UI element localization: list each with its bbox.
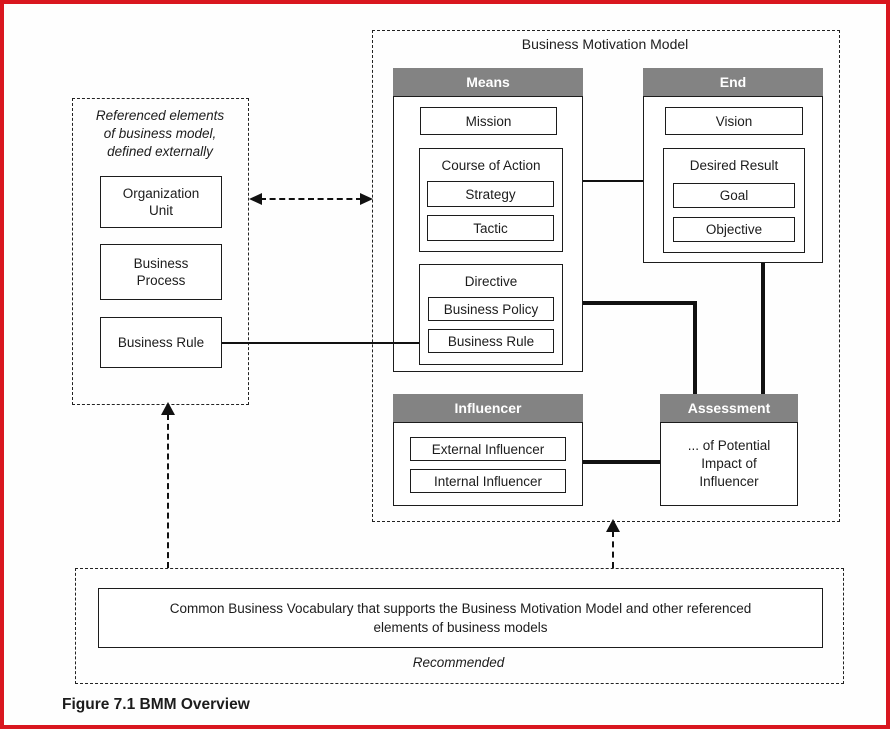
arrowhead-up-icon	[161, 402, 175, 415]
external-influencer-box: External Influencer	[410, 437, 566, 461]
vision-box: Vision	[665, 107, 803, 135]
course-of-action-label: Course of Action	[441, 158, 541, 173]
business-process-box: Business Process	[100, 244, 222, 300]
business-rule-directive-box: Business Rule	[428, 329, 554, 353]
internal-influencer-box: Internal Influencer	[410, 469, 566, 493]
desired-result-label: Desired Result	[689, 158, 779, 173]
assessment-note: ... of Potential Impact of Influencer	[687, 438, 771, 489]
mission-box: Mission	[420, 107, 557, 135]
means-header: Means	[393, 68, 583, 96]
line-influencer-assessment	[583, 460, 660, 464]
arrowhead-up-icon	[606, 519, 620, 532]
organization-unit-box: Organization Unit	[100, 176, 222, 228]
dashed-arrow-vocabulary-to-referenced	[167, 414, 169, 568]
dashed-arrow-vocabulary-to-bmm	[612, 531, 614, 568]
line-means-end-link	[583, 180, 643, 182]
objective-box: Objective	[673, 217, 795, 242]
line-directive-assessment-horizontal	[583, 301, 697, 305]
assessment-header: Assessment	[660, 394, 798, 422]
assessment-body: ... of Potential Impact of Influencer	[660, 422, 798, 506]
figure-caption: Figure 7.1 BMM Overview	[62, 696, 250, 713]
referenced-elements-caption: Referenced elements of business model, d…	[95, 108, 225, 159]
line-business-rule-link	[222, 342, 428, 344]
bmm-title: Business Motivation Model	[521, 36, 689, 52]
business-policy-box: Business Policy	[428, 297, 554, 321]
arrowhead-right-icon	[360, 193, 373, 205]
directive-label: Directive	[464, 274, 518, 289]
influencer-header: Influencer	[393, 394, 583, 422]
arrowhead-left-icon	[249, 193, 262, 205]
recommended-label: Recommended	[412, 655, 505, 670]
line-directive-assessment-vertical	[693, 301, 697, 395]
referenced-elements-dashed-box	[72, 98, 249, 405]
goal-box: Goal	[673, 183, 795, 208]
vocabulary-dashed-box	[75, 568, 844, 684]
end-header: End	[643, 68, 823, 96]
vocabulary-box: Common Business Vocabulary that supports…	[98, 588, 823, 648]
influencer-body	[393, 422, 583, 506]
business-rule-referenced-box: Business Rule	[100, 317, 222, 368]
tactic-box: Tactic	[427, 215, 554, 241]
strategy-box: Strategy	[427, 181, 554, 207]
line-end-assessment-vertical	[761, 263, 765, 395]
dashed-link-referenced-bmm	[260, 198, 362, 200]
